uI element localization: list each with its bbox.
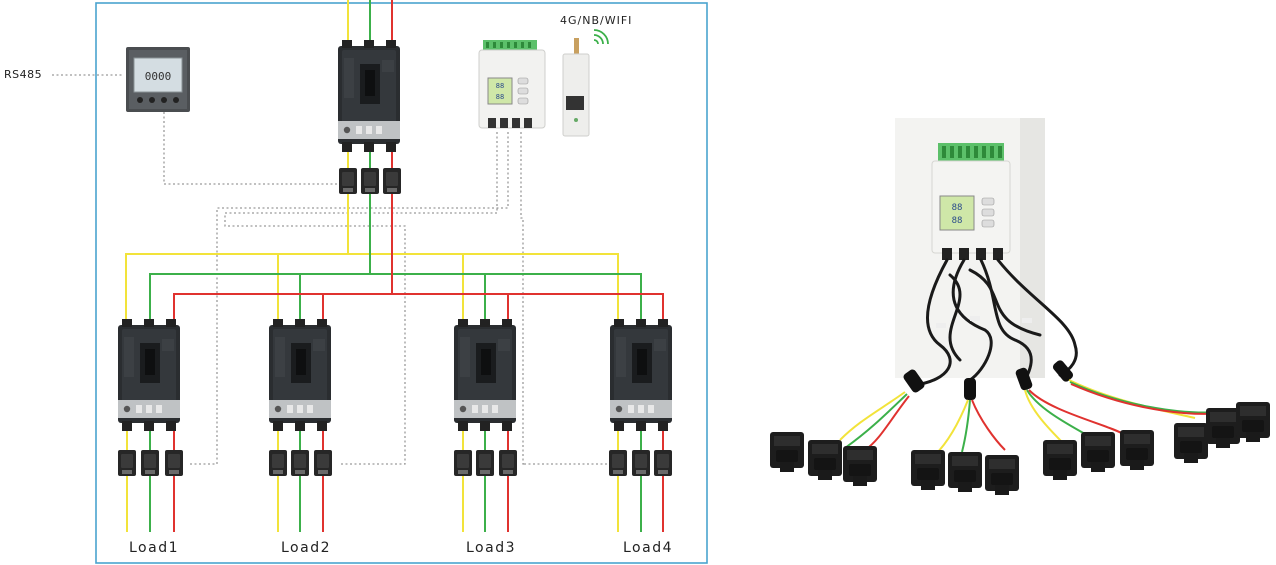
svg-text:88: 88 <box>496 93 504 101</box>
load-label-3: Load3 <box>466 540 516 556</box>
main-ct-icon <box>339 168 401 194</box>
svg-text:88: 88 <box>952 203 963 213</box>
gateway-icon <box>562 38 590 137</box>
wireless-label: 4G/NB/WIFI <box>560 14 633 27</box>
panel-meter-icon: 0000 <box>126 47 190 112</box>
load-label-4: Load4 <box>623 540 673 556</box>
main-breaker-icon <box>338 40 400 152</box>
svg-text:88: 88 <box>952 216 963 226</box>
load-label-2: Load2 <box>281 540 331 556</box>
rs485-label: RS485 <box>4 68 43 81</box>
svg-text:88: 88 <box>496 82 504 90</box>
multi-circuit-meter-icon: 88 88 <box>478 40 546 129</box>
load-label-1: Load1 <box>129 540 179 556</box>
wifi-signal-icon <box>593 29 609 45</box>
main-feeder <box>125 0 664 532</box>
product-photo: 88 88 <box>770 118 1270 495</box>
branch-ct-icon <box>118 450 672 476</box>
svg-text:0000: 0000 <box>145 70 172 83</box>
branch-breaker-icon <box>118 319 672 431</box>
diagram-frame <box>95 2 708 564</box>
signal-lines <box>52 74 608 465</box>
